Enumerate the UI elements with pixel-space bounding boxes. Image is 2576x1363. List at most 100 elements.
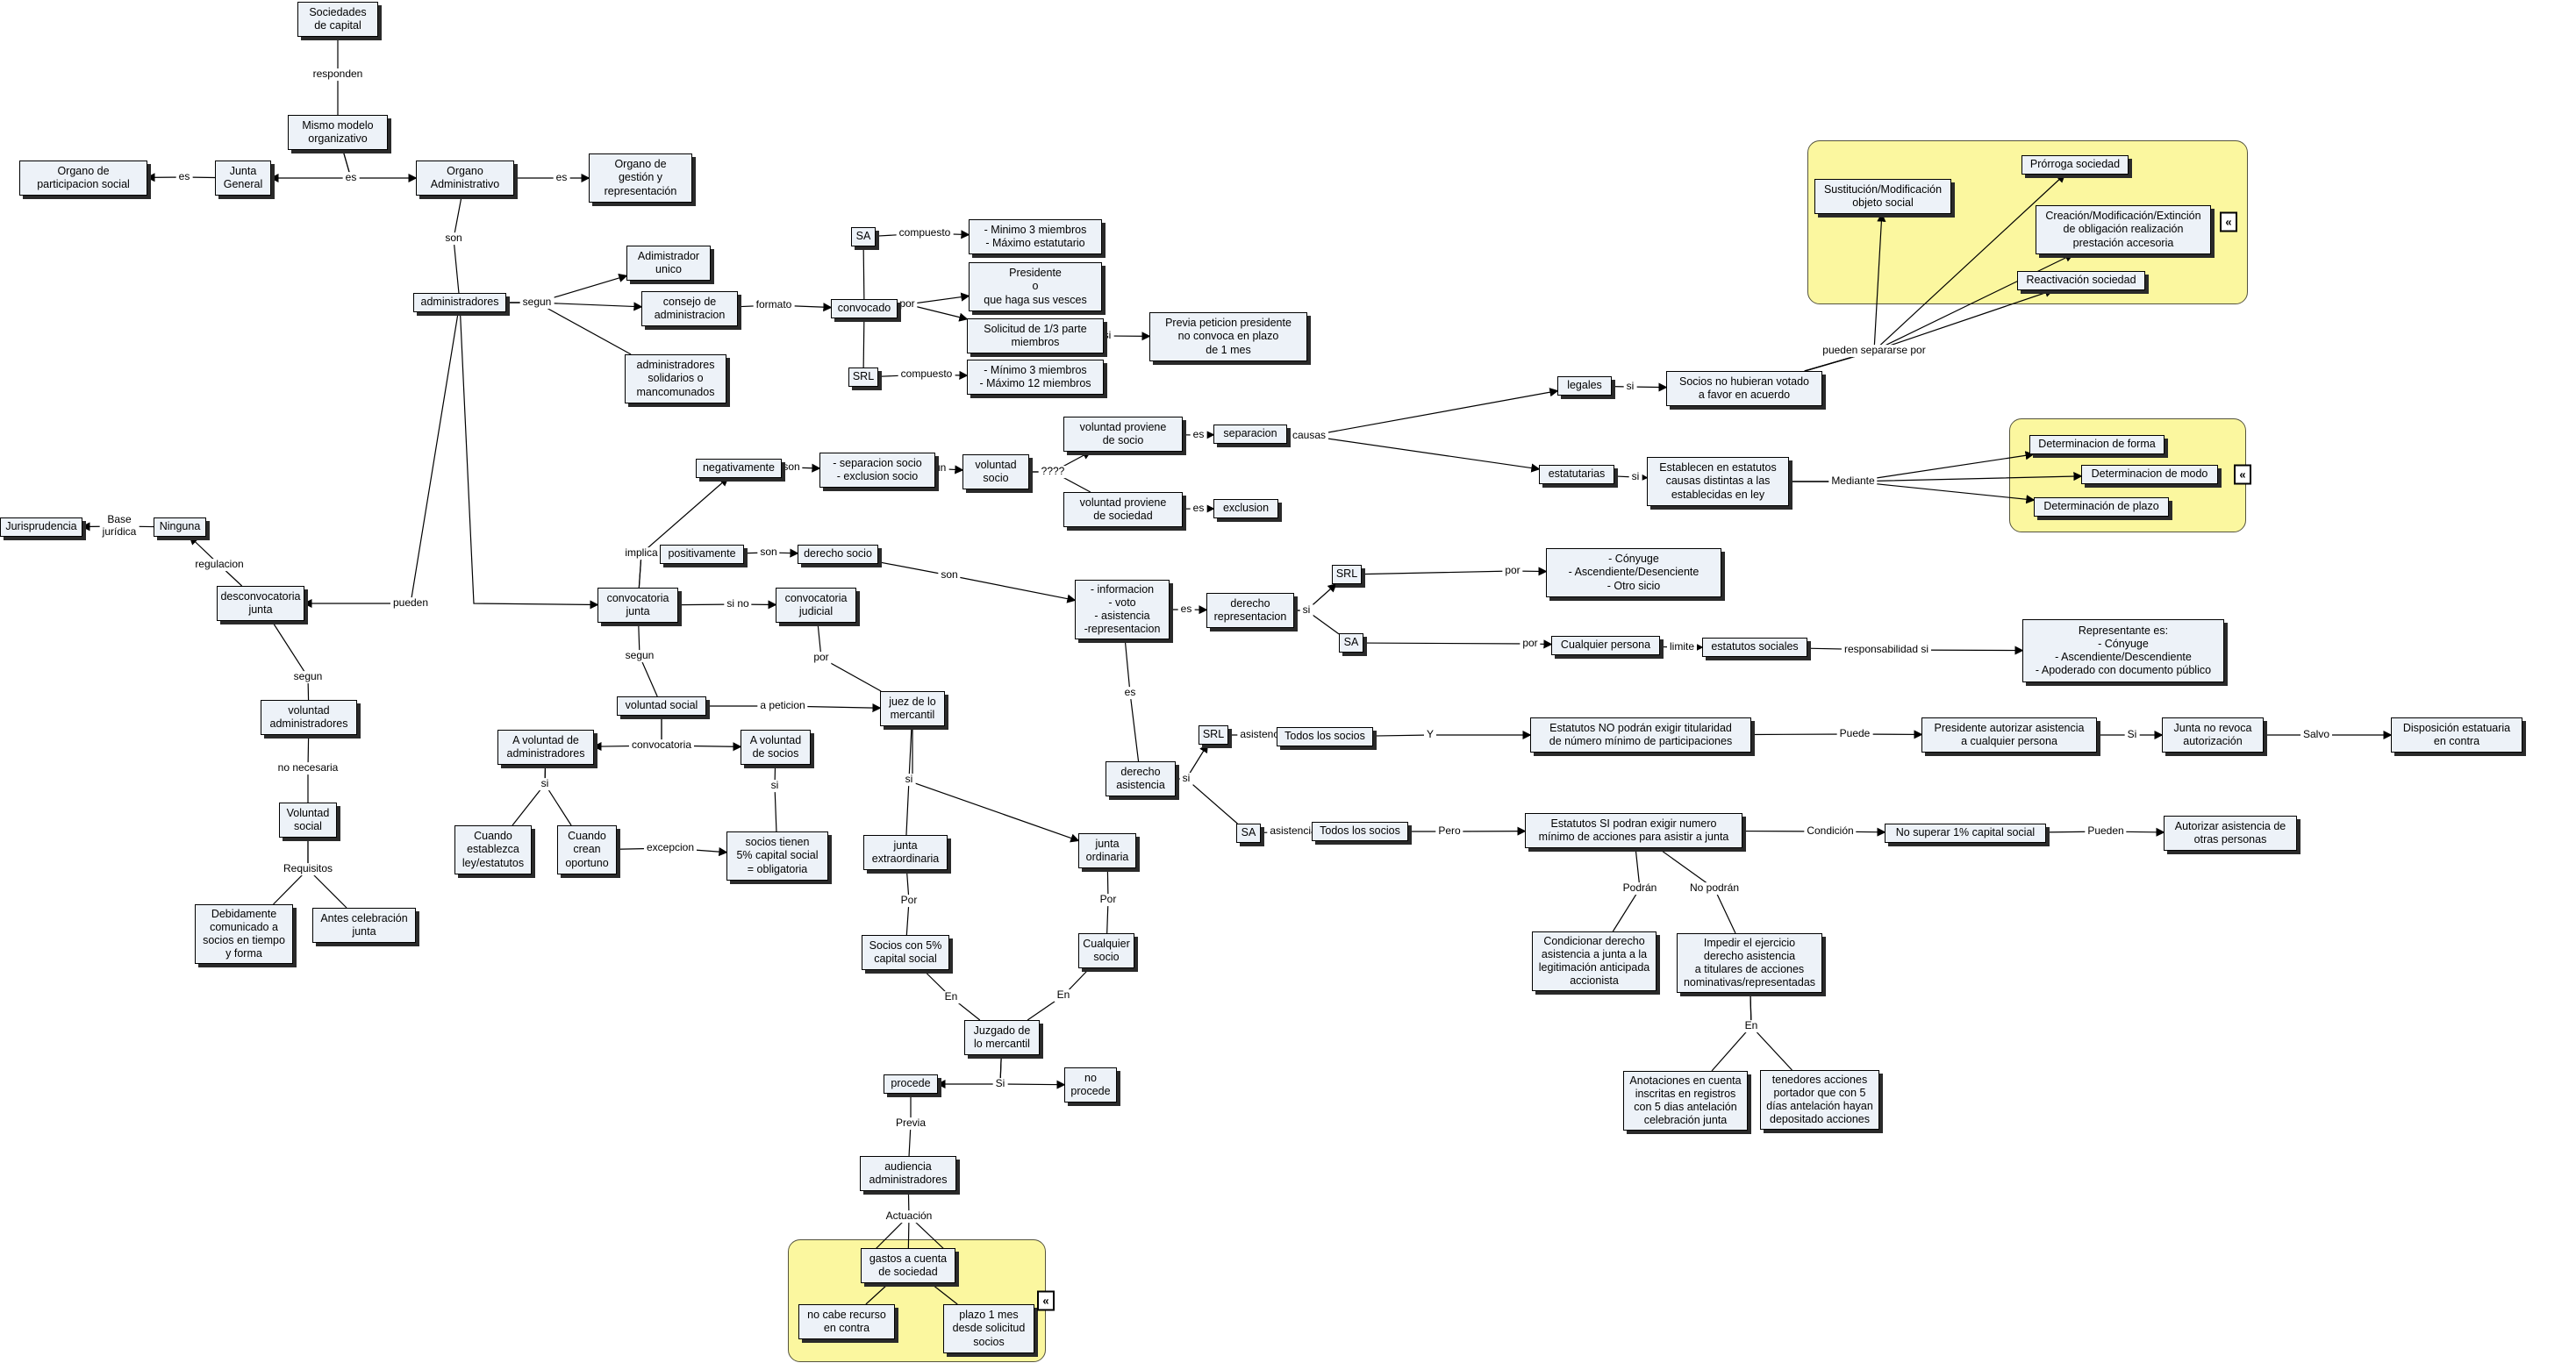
- node-junta-ordinaria[interactable]: junta ordinaria: [1078, 833, 1136, 868]
- linking-phrase[interactable]: es: [1121, 686, 1139, 699]
- node-voluntad-social2[interactable]: Voluntad social: [279, 803, 337, 838]
- linking-phrase[interactable]: compuesto: [896, 226, 954, 239]
- linking-phrase[interactable]: Por: [1097, 893, 1120, 906]
- node-convocatoria-junta[interactable]: convocatoria junta: [597, 588, 678, 623]
- linking-phrase[interactable]: Si: [992, 1077, 1008, 1090]
- node-junta-general[interactable]: Junta General: [215, 161, 271, 196]
- linking-phrase[interactable]: formato: [753, 298, 795, 311]
- linking-phrase[interactable]: Pero: [1435, 824, 1463, 838]
- linking-phrase[interactable]: son: [938, 568, 961, 582]
- node-todos-socios2[interactable]: Todos los socios: [1312, 822, 1408, 841]
- node-jurisprudencia[interactable]: Jurisprudencia: [0, 517, 82, 537]
- node-det-modo[interactable]: Determinacion de modo: [2081, 465, 2218, 484]
- node-negativamente[interactable]: negativamente: [696, 459, 782, 478]
- linking-phrase[interactable]: segun: [622, 649, 657, 662]
- linking-phrase[interactable]: Salvo: [2300, 728, 2333, 741]
- node-a-voluntad-admins[interactable]: A voluntad de administradores: [497, 730, 594, 765]
- node-derecho-asistencia[interactable]: derecho asistencia: [1106, 761, 1176, 796]
- node-sociedades[interactable]: Sociedades de capital: [297, 2, 378, 37]
- node-adimistrador-unico[interactable]: Adimistrador unico: [626, 246, 711, 281]
- linking-phrase[interactable]: si: [538, 777, 552, 790]
- node-previa-peticion[interactable]: Previa peticion presidente no convoca en…: [1149, 312, 1307, 361]
- node-organo-admin[interactable]: Organo Administrativo: [416, 161, 514, 196]
- node-autorizar[interactable]: Autorizar asistencia de otras personas: [2164, 816, 2297, 851]
- linking-phrase[interactable]: es: [1190, 502, 1207, 515]
- node-junta-no-revoca[interactable]: Junta no revoca autorización: [2162, 717, 2264, 753]
- linking-phrase[interactable]: En: [941, 990, 961, 1003]
- node-juez-mercantil[interactable]: juez de lo mercantil: [880, 691, 945, 726]
- node-voluntad-admins[interactable]: voluntad administradores: [261, 700, 357, 735]
- linking-phrase[interactable]: excepcion: [643, 841, 698, 854]
- node-derecho-rep[interactable]: derecho representacion: [1206, 593, 1294, 628]
- node-separ-exclu[interactable]: - separacion socio - exclusion socio: [819, 453, 935, 488]
- node-estatutos-sociales[interactable]: estatutos sociales: [1702, 638, 1807, 657]
- node-reactivacion[interactable]: Reactivación sociedad: [2017, 271, 2145, 290]
- node-a-voluntad-socios[interactable]: A voluntad de socios: [741, 730, 811, 765]
- node-sustitucion[interactable]: Sustitución/Modificación objeto social: [1814, 179, 1951, 214]
- linking-phrase[interactable]: Actuación: [883, 1210, 935, 1223]
- node-vol-prov-sociedad[interactable]: voluntad proviene de sociedad: [1063, 492, 1183, 527]
- linking-phrase[interactable]: En: [1054, 988, 1073, 1002]
- node-establecen[interactable]: Establecen en estatutos causas distintas…: [1647, 457, 1789, 506]
- node-cuando-crean[interactable]: Cuando crean oportuno: [557, 825, 617, 874]
- linking-phrase[interactable]: pueden separarse por: [1820, 344, 1928, 357]
- linking-phrase[interactable]: a peticion: [757, 699, 808, 712]
- node-presidente-autorizar[interactable]: Presidente autorizar asistencia a cualqu…: [1921, 717, 2097, 753]
- node-disposicion[interactable]: Disposición estatuaria en contra: [2391, 717, 2522, 753]
- node-condicionar[interactable]: Condicionar derecho asistencia a junta a…: [1532, 931, 1657, 991]
- node-legales[interactable]: legales: [1557, 376, 1612, 396]
- linking-phrase[interactable]: no necesaria: [275, 761, 341, 774]
- linking-phrase[interactable]: si: [1100, 329, 1114, 342]
- node-positivamente[interactable]: positivamente: [660, 545, 744, 564]
- linking-phrase[interactable]: Si: [2124, 728, 2140, 741]
- node-plazo-mes[interactable]: plazo 1 mes desde solicitud socios: [943, 1304, 1034, 1353]
- linking-phrase[interactable]: segun: [519, 296, 555, 309]
- collapse-icon[interactable]: «: [1037, 1290, 1055, 1311]
- linking-phrase[interactable]: es: [1177, 603, 1195, 616]
- node-todos-socios1[interactable]: Todos los socios: [1277, 727, 1373, 746]
- node-ninguna[interactable]: Ninguna: [154, 517, 206, 537]
- node-srl-asist[interactable]: SRL: [1199, 725, 1228, 745]
- node-no-superar[interactable]: No superar 1% capital social: [1885, 824, 2046, 843]
- linking-phrase[interactable]: son: [757, 546, 780, 559]
- linking-phrase[interactable]: si: [1179, 772, 1193, 785]
- node-anotaciones[interactable]: Anotaciones en cuenta inscritas en regis…: [1623, 1071, 1748, 1131]
- linking-phrase[interactable]: responsabilidad si: [1841, 643, 1932, 656]
- linking-phrase[interactable]: si: [1623, 380, 1637, 393]
- node-organo-participacion[interactable]: Organo de participacion social: [19, 161, 147, 196]
- node-convocado[interactable]: convocado: [831, 299, 898, 318]
- linking-phrase[interactable]: por: [897, 297, 918, 310]
- node-cualquier-socio[interactable]: Cualquier socio: [1078, 933, 1134, 968]
- node-impedir[interactable]: Impedir el ejercicio derecho asistencia …: [1677, 933, 1822, 993]
- node-antes-celebracion[interactable]: Antes celebración junta: [312, 908, 416, 943]
- linking-phrase[interactable]: si: [1628, 470, 1642, 483]
- linking-phrase[interactable]: si: [902, 773, 916, 786]
- node-socios-no-votado[interactable]: Socios no hubieran votado a favor en acu…: [1666, 371, 1822, 406]
- linking-phrase[interactable]: pueden: [390, 596, 432, 610]
- node-desconvocatoria[interactable]: desconvocatoria junta: [217, 586, 304, 621]
- node-det-plazo[interactable]: Determinación de plazo: [2034, 497, 2169, 517]
- linking-phrase[interactable]: es: [1190, 428, 1207, 441]
- node-convocatoria-judicial[interactable]: convocatoria judicial: [776, 588, 856, 623]
- node-admin-solidarios[interactable]: administradores solidarios o mancomunado…: [625, 354, 726, 403]
- linking-phrase[interactable]: por: [1502, 564, 1523, 577]
- linking-phrase[interactable]: causas: [1289, 429, 1329, 442]
- node-estatutos-no[interactable]: Estatutos NO podrán exigir titularidad d…: [1530, 717, 1751, 753]
- linking-phrase[interactable]: Pueden: [2085, 824, 2127, 838]
- linking-phrase[interactable]: si no: [724, 597, 752, 610]
- node-cualquier-persona[interactable]: Cualquier persona: [1551, 636, 1660, 655]
- linking-phrase[interactable]: implica: [622, 546, 661, 560]
- node-creacion[interactable]: Creación/Modificación/Extinción de oblig…: [2036, 205, 2211, 254]
- node-cuando-establezca[interactable]: Cuando establezca ley/estatutos: [454, 825, 532, 874]
- linking-phrase[interactable]: Previa: [892, 1117, 929, 1130]
- linking-phrase[interactable]: segun: [290, 670, 326, 683]
- node-mismo-modelo[interactable]: Mismo modelo organizativo: [288, 115, 388, 150]
- node-voluntad-social1[interactable]: voluntad social: [617, 696, 706, 716]
- linking-phrase[interactable]: Por: [898, 894, 920, 907]
- node-audiencia[interactable]: audiencia administradores: [860, 1156, 956, 1191]
- collapse-icon[interactable]: «: [2234, 464, 2251, 485]
- node-minimo-12[interactable]: - Mínimo 3 miembros - Máximo 12 miembros: [967, 360, 1104, 395]
- node-vol-prov-socio[interactable]: voluntad proviene de socio: [1063, 417, 1183, 452]
- node-juzgado[interactable]: Juzgado de lo mercantil: [964, 1020, 1040, 1055]
- linking-phrase[interactable]: si: [1299, 603, 1313, 617]
